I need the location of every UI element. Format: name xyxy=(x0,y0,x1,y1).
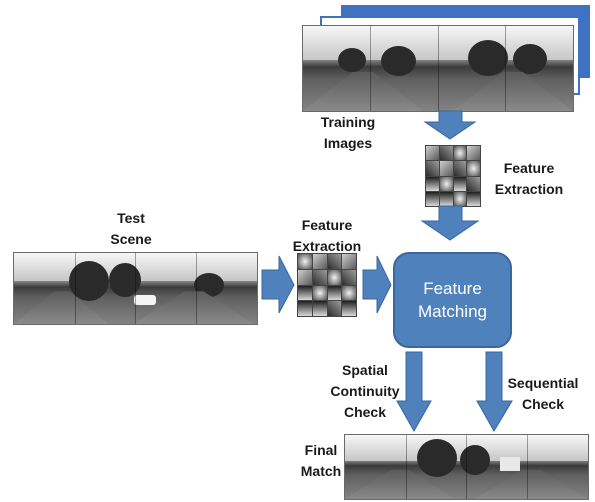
feature-extraction-top-label: Feature Extraction xyxy=(494,160,564,197)
arrow-spatial-check xyxy=(396,351,432,433)
test-scene-label: Test Scene xyxy=(110,210,152,247)
spatial-continuity-check-label: Spatial Continuity Check xyxy=(330,362,400,420)
feature-extraction-left-label: Feature Extraction xyxy=(292,217,362,254)
arrow-sequential-check xyxy=(476,351,513,432)
final-match-label: Final Match xyxy=(300,442,342,479)
training-images-label: Training Images xyxy=(320,114,376,151)
test-scene-panorama xyxy=(13,252,258,325)
feature-patches-top xyxy=(425,145,481,207)
arrow-test-to-extraction xyxy=(261,255,295,314)
training-image-panorama xyxy=(302,25,574,112)
arrow-training-to-extraction xyxy=(423,110,477,140)
arrow-extraction-to-matching-left xyxy=(362,255,392,314)
feature-matching-line2: Matching xyxy=(418,302,487,321)
sequential-check-label: Sequential Check xyxy=(507,375,579,412)
arrow-extraction-to-matching xyxy=(420,205,480,241)
feature-patches-left xyxy=(297,253,357,317)
final-match-panorama xyxy=(344,434,589,500)
feature-matching-box: Feature Matching xyxy=(393,252,512,348)
feature-matching-line1: Feature xyxy=(423,279,482,298)
